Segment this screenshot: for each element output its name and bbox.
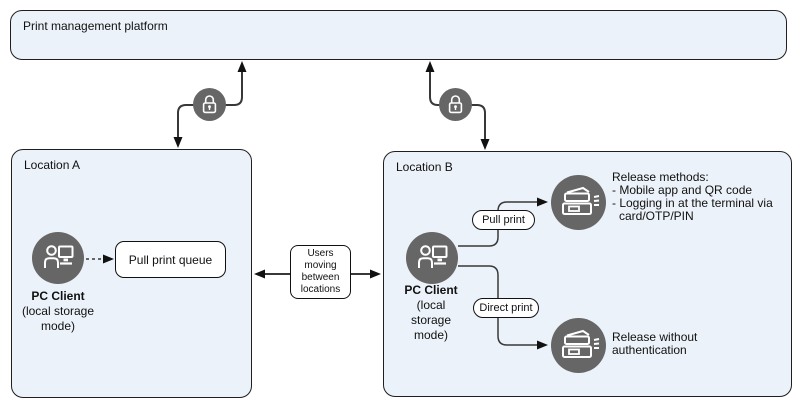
release-without-auth-text: Release without authentication	[612, 330, 698, 357]
printer-icon	[551, 318, 606, 373]
users-moving-box: Users moving between locations	[290, 245, 351, 299]
pull-print-tag-label: Pull print	[482, 214, 525, 226]
pull-print-queue-label: Pull print queue	[128, 252, 213, 267]
lock-icon	[193, 88, 226, 121]
pull-print-queue-box: Pull print queue	[115, 241, 226, 278]
queue-link	[86, 254, 114, 264]
users-moving-text: Users moving between locations	[300, 248, 341, 295]
pull-print-tag: Pull print	[472, 210, 535, 230]
direct-print-tag: Direct print	[473, 298, 539, 318]
direct-print-tag-label: Direct print	[479, 302, 533, 314]
pc-client-icon	[406, 232, 458, 284]
printer-icon	[551, 175, 606, 230]
location-b-label: Location B	[396, 160, 453, 174]
lock-icon	[439, 88, 472, 121]
release-methods-text: Release methods: - Mobile app and QR cod…	[612, 170, 773, 223]
location-a-label: Location A	[24, 158, 81, 172]
pc-client-b-caption: PC Client (local storage mode)	[404, 283, 458, 342]
pc-client-a-caption: PC Client (local storage mode)	[21, 289, 95, 333]
platform-box: Print management platform	[10, 10, 787, 60]
platform-label: Print management platform	[23, 19, 168, 33]
pc-client-icon	[32, 232, 84, 284]
